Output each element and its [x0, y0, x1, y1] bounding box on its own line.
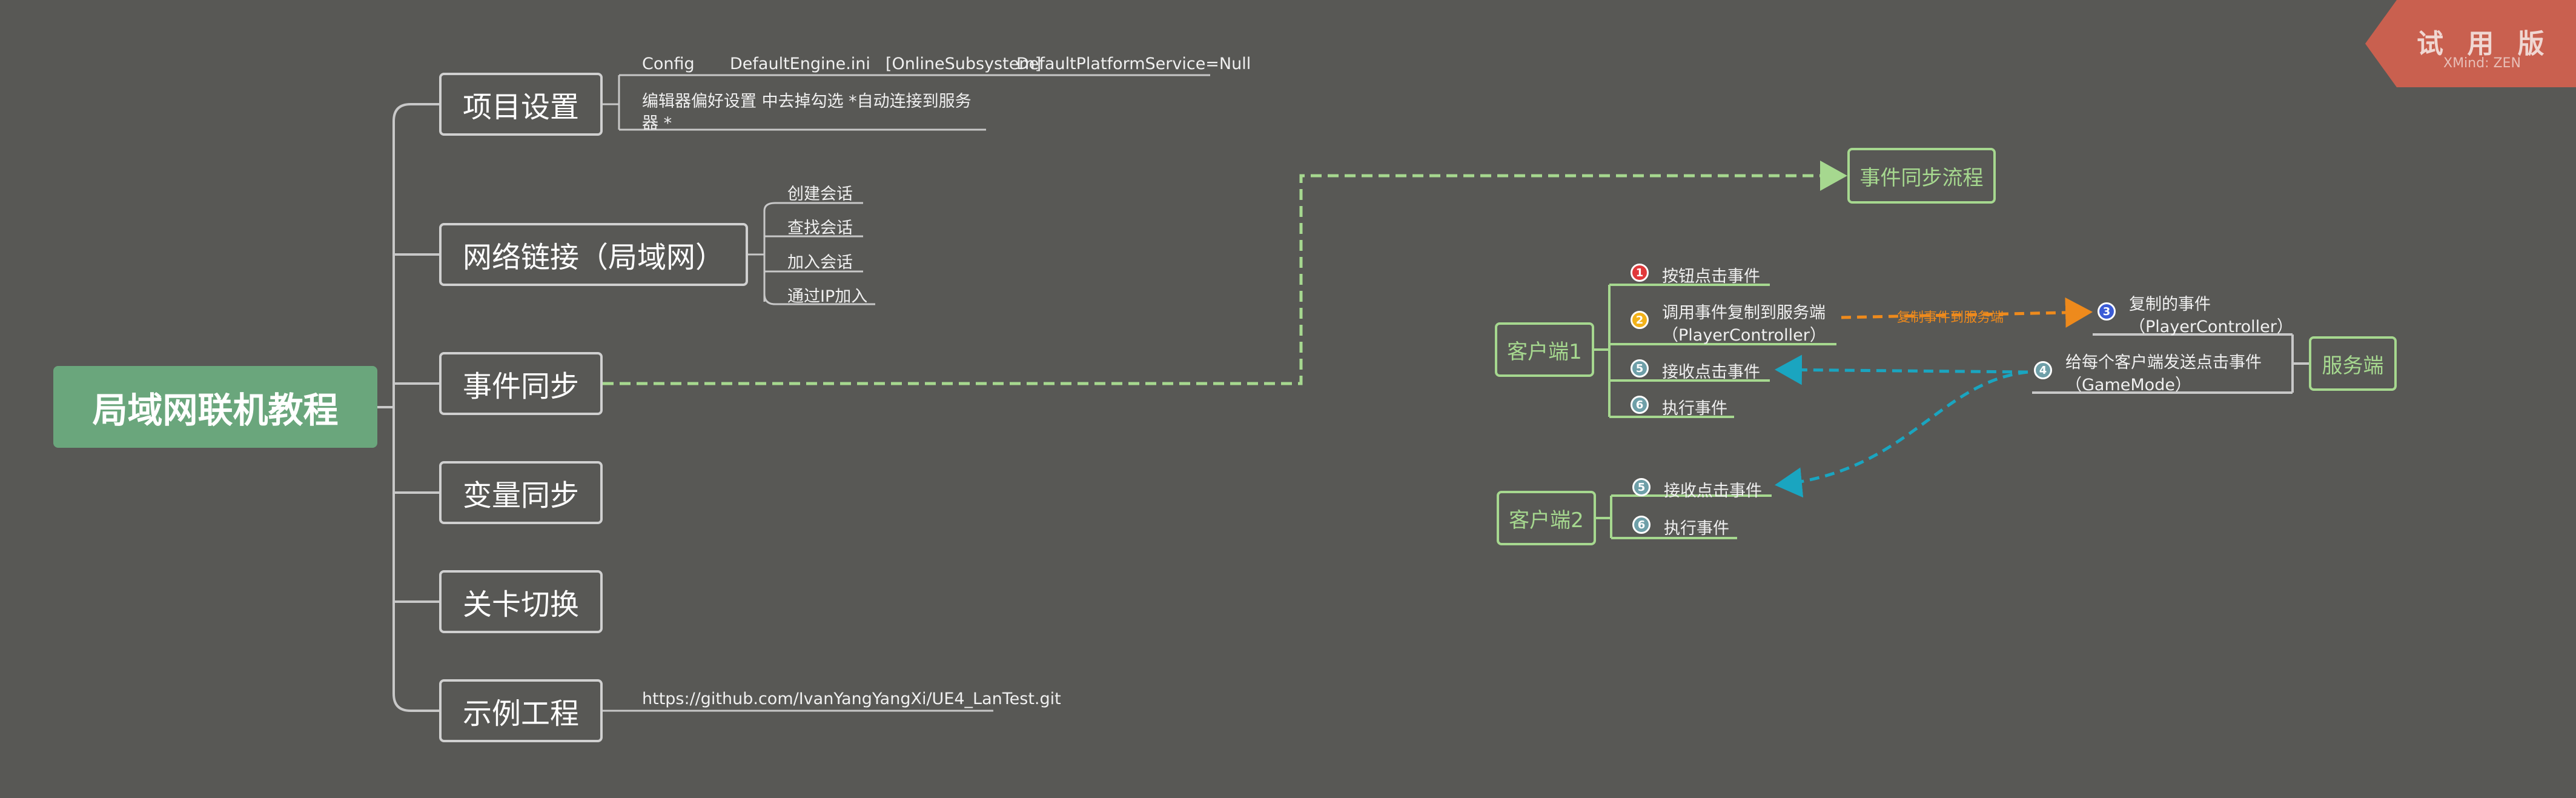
network-item-join-ip[interactable]: 通过IP加入 — [787, 287, 868, 306]
c1-step-replicate-sub: （PlayerController） — [1662, 326, 1826, 345]
trial-label: 试 用 版 — [2417, 28, 2552, 59]
client1-connectors — [1594, 284, 1836, 418]
flow-title[interactable]: 事件同步流程 — [1847, 148, 1996, 204]
root-topic[interactable]: 局域网联机教程 — [53, 366, 377, 448]
section-label[interactable]: [OnlineSubsystem] — [886, 55, 1042, 73]
network-item-find-session[interactable]: 查找会话 — [787, 219, 853, 238]
topic-level-switch[interactable]: 关卡切换 — [439, 570, 603, 633]
step-badge: 4 — [2034, 361, 2052, 379]
topic-variable-sync[interactable]: 变量同步 — [439, 461, 603, 524]
c1-step-click[interactable]: 按钮点击事件 — [1662, 267, 1760, 286]
ini-label[interactable]: DefaultEngine.ini — [730, 55, 870, 73]
root-connectors — [377, 103, 439, 712]
server-step-broadcast[interactable]: 给每个客户端发送点击事件 — [2065, 353, 2262, 372]
network-connectors — [748, 202, 875, 305]
server-connectors — [2032, 333, 2309, 394]
project-settings-connectors — [603, 74, 1210, 131]
step-badge: 5 — [1632, 478, 1651, 496]
c2-step-execute[interactable]: 执行事件 — [1664, 519, 1729, 538]
client2-box[interactable]: 客户端2 — [1497, 491, 1596, 545]
server-box[interactable]: 服务端 — [2309, 336, 2397, 391]
example-url[interactable]: https://github.com/IvanYangYangXi/UE4_La… — [642, 690, 1061, 708]
topic-example-project[interactable]: 示例工程 — [439, 679, 603, 742]
trial-sublabel: XMind: ZEN — [2443, 56, 2521, 71]
step-badge: 1 — [1631, 264, 1649, 282]
service-label[interactable]: DefaultPlatformService=Null — [1016, 55, 1251, 73]
network-item-join-session[interactable]: 加入会话 — [787, 253, 853, 272]
topic-network-link[interactable]: 网络链接（局域网） — [439, 223, 748, 286]
trial-ribbon — [2365, 0, 2576, 87]
server-step-broadcast-sub: （GameMode） — [2065, 376, 2191, 394]
topic-project-settings[interactable]: 项目设置 — [439, 73, 603, 136]
server-step-replicated-sub: （PlayerController） — [2129, 318, 2293, 336]
server-step-replicated[interactable]: 复制的事件 — [2129, 295, 2211, 314]
c2-step-receive[interactable]: 接收点击事件 — [1664, 482, 1762, 500]
network-item-create-session[interactable]: 创建会话 — [787, 185, 853, 204]
server-to-client1-arrow — [1775, 354, 2028, 385]
c1-step-execute[interactable]: 执行事件 — [1662, 399, 1727, 418]
server-to-client2-arrow — [1775, 370, 2028, 498]
replicate-arrow — [1841, 297, 2093, 328]
step-badge: 6 — [1632, 516, 1651, 534]
step-badge: 6 — [1631, 396, 1649, 414]
replicate-arrow-label: 复制事件到服务端 — [1897, 310, 2004, 325]
step-badge: 5 — [1631, 359, 1649, 377]
c1-step-replicate[interactable]: 调用事件复制到服务端 — [1662, 304, 1826, 322]
topic-event-sync[interactable]: 事件同步 — [439, 352, 603, 415]
c1-step-receive[interactable]: 接收点击事件 — [1662, 363, 1760, 382]
config-label[interactable]: Config — [642, 55, 695, 73]
client1-box[interactable]: 客户端1 — [1495, 322, 1594, 377]
event-sync-flow-link — [603, 161, 1847, 385]
editor-pref-line2[interactable]: 器 * — [642, 114, 672, 133]
editor-pref-line1[interactable]: 编辑器偏好设置 中去掉勾选 *自动连接到服务 — [642, 92, 972, 111]
step-badge: 2 — [1631, 311, 1649, 329]
step-badge: 3 — [2098, 302, 2116, 321]
